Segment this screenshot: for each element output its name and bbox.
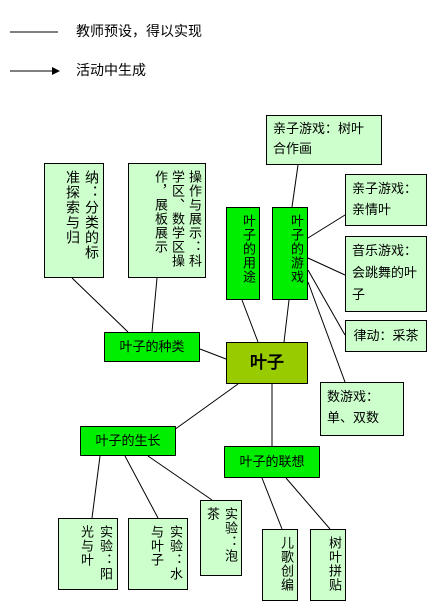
leaf-assoc-collage: 树叶拼贴 [310,529,346,601]
link-center-growth [173,383,239,431]
link-growth-bubble [147,455,213,501]
link-games-family-leaf [307,214,346,239]
legend-arrow-head [52,67,60,75]
link-center-uses [241,299,259,343]
leaf-types-explore: 纳：分类的标准探索与归 [44,163,104,278]
branch-uses: 叶子的用途 [226,207,260,300]
link-games-dancing-leaf [307,257,346,276]
center-node: 叶子 [226,342,308,384]
leaf-types-display: 操作与展示：科学区、数学区操作，展板展示 [128,163,206,278]
legend-generated-label: 活动中生成 [76,63,146,79]
link-types-explore [71,277,129,333]
leaf-game-family-leaf: 亲子游戏：亲情叶 [345,174,427,226]
legend-preset-label: 教师预设，得以实现 [76,24,202,40]
link-growth-sunlight [91,455,101,519]
leaf-game-tree-painting: 亲子游戏：树叶合作画 [266,115,382,165]
branch-growth: 叶子的生长 [80,426,176,456]
link-types-display [151,277,158,333]
leaf-growth-sunlight: 实验：阳光与叶 [58,518,118,590]
link-assoc-collage [285,477,331,530]
leaf-assoc-song: 儿歌创编 [262,529,298,601]
link-games-tree-painting [291,164,299,208]
branch-types: 叶子的种类 [104,332,200,362]
link-assoc-song [261,477,283,530]
link-center-games [283,299,290,343]
link-games-tea-picking [307,269,346,336]
leaf-game-dancing-leaf: 音乐游戏：会跳舞的叶子 [345,236,427,312]
leaf-game-odd-even: 数游戏：单、双数 [320,382,404,436]
leaf-growth-water: 实验：水与叶子 [128,518,188,590]
link-center-types [199,348,227,360]
link-games-odd-even [307,281,346,383]
branch-games: 叶子的游戏 [272,207,308,300]
leaf-growth-bubble: 实验：泡茶 [200,500,242,576]
leaf-game-tea-picking: 律动：采茶 [345,320,427,352]
link-growth-water [124,455,159,519]
branch-association: 叶子的联想 [224,446,320,478]
